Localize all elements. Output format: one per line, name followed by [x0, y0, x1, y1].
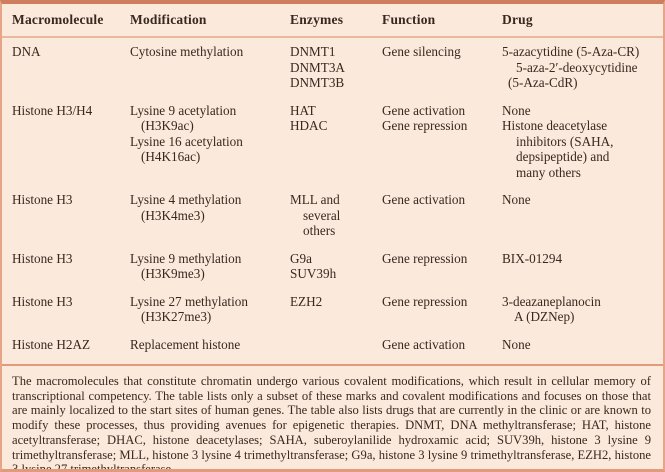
cell-drug: 5-azacytidine (5-Aza-CR)5-aza-2′-deoxycy…	[502, 44, 657, 91]
cell-line: BIX-01294	[502, 250, 563, 266]
cell-line: many others	[516, 164, 581, 180]
cell-line: HAT	[290, 102, 316, 118]
cell-line: Lysine 9 methylation	[130, 250, 242, 266]
cell-macromolecule: Histone H3	[12, 192, 130, 239]
cell-line: Gene silencing	[382, 44, 461, 59]
cell-line: Histone H3/H4	[12, 102, 93, 118]
column-header-modification: Modification	[130, 12, 207, 27]
column-header-macromolecule: Macromolecule	[12, 12, 104, 27]
cell-modification: Lysine 9 acetylation(H3K9ac)Lysine 16 ac…	[130, 103, 290, 181]
cell-drug: None	[502, 337, 657, 353]
cell-line: Replacement histone	[130, 336, 241, 352]
cell-line: (H3K27me3)	[141, 309, 212, 324]
cell-line: (H3K9ac)	[141, 118, 194, 133]
cell-line: Lysine 16 acetylation	[130, 133, 243, 149]
table-footnote: The macromolecules that constitute chrom…	[12, 374, 651, 472]
cell-line: DNMT1	[290, 44, 336, 59]
cell-drug: BIX-01294	[502, 251, 657, 282]
cell-drug: None	[502, 192, 657, 239]
cell-line: Lysine 27 methylation	[130, 293, 248, 309]
cell-line: SUV39h	[290, 266, 337, 281]
cell-modification: Lysine 27 methylation(H3K27me3)	[130, 294, 290, 325]
cell-macromolecule: DNA	[12, 44, 130, 91]
cell-enzymes: EZH2	[290, 294, 382, 325]
column-header-drug: Drug	[502, 12, 533, 27]
cell-modification: Lysine 9 methylation(H3K9me3)	[130, 251, 290, 282]
cell-modification: Lysine 4 methylation(H3K4me3)	[130, 192, 290, 239]
footnote-divider	[2, 364, 663, 366]
cell-line: EZH2	[290, 293, 323, 309]
table-row: Histone H2AZ Replacement histone Gene acti…	[2, 337, 663, 353]
cell-line: DNA	[12, 44, 41, 59]
cell-line: Gene repression	[382, 293, 468, 309]
cell-line: Gene activation	[382, 336, 466, 352]
cell-function: Gene activation	[382, 337, 502, 353]
column-header-enzymes: Enzymes	[290, 12, 344, 27]
cell-line: A (DZNep)	[514, 309, 575, 324]
cell-line: None	[502, 192, 531, 207]
cell-line: others	[303, 223, 336, 238]
cell-line: Gene activation	[382, 192, 466, 207]
cell-line: None	[502, 336, 531, 352]
cell-line: DNMT3A	[290, 59, 345, 75]
cell-line: Gene activation	[382, 102, 466, 118]
cell-line: Histone deacetylase	[502, 118, 608, 133]
cell-line: HDAC	[290, 118, 328, 133]
cell-function: Gene silencing	[382, 44, 502, 91]
cell-line: 5-azacytidine (5-Aza-CR)	[502, 44, 640, 59]
column-header-function: Function	[382, 12, 436, 27]
cell-macromolecule: Histone H2AZ	[12, 337, 130, 353]
cell-line: Lysine 4 methylation	[130, 192, 242, 207]
cell-line: G9a	[290, 250, 312, 266]
cell-function: Gene repression	[382, 251, 502, 282]
cell-line: Gene repression	[382, 118, 468, 133]
cell-line: depsipeptide) and	[516, 149, 610, 164]
cell-line: Gene repression	[382, 250, 468, 266]
cell-enzymes	[290, 337, 382, 353]
table-row: Histone H3/H4 Lysine 9 acetylation(H3K9ac…	[2, 103, 663, 181]
cell-line: Histone H2AZ	[12, 336, 91, 352]
cell-line: Histone H3	[12, 293, 73, 309]
cell-line: DNMT3B	[290, 75, 345, 90]
cell-line: 3-deazaneplanocin	[502, 293, 601, 309]
cell-line: 5-aza-2′-deoxycytidine	[516, 59, 638, 75]
cell-line: MLL and	[290, 192, 340, 207]
cell-line: Histone H3	[12, 250, 73, 266]
cell-line: (H3K9me3)	[141, 266, 205, 281]
cell-function: Gene activation	[382, 192, 502, 239]
cell-line: Lysine 9 acetylation	[130, 102, 237, 118]
cell-line: (H4K16ac)	[141, 149, 201, 164]
cell-line: inhibitors (SAHA,	[516, 133, 614, 149]
cell-macromolecule: Histone H3	[12, 251, 130, 282]
cell-macromolecule: Histone H3	[12, 294, 130, 325]
table-header-row: Macromolecule Modification Enzymes Funct…	[2, 4, 663, 38]
cell-line: several	[303, 207, 341, 223]
cell-macromolecule: Histone H3/H4	[12, 103, 130, 181]
cell-function: Gene repression	[382, 294, 502, 325]
cell-modification: Cytosine methylation	[130, 44, 290, 91]
cell-line: Cytosine methylation	[130, 44, 244, 59]
table-row: Histone H3 Lysine 27 methylation(H3K27me3…	[2, 294, 663, 325]
cell-line: (H3K4me3)	[141, 207, 205, 223]
cell-line: None	[502, 102, 531, 118]
cell-modification: Replacement histone	[130, 337, 290, 353]
cell-line: Histone H3	[12, 192, 73, 207]
cell-line: (5-Aza-CdR)	[508, 75, 578, 90]
